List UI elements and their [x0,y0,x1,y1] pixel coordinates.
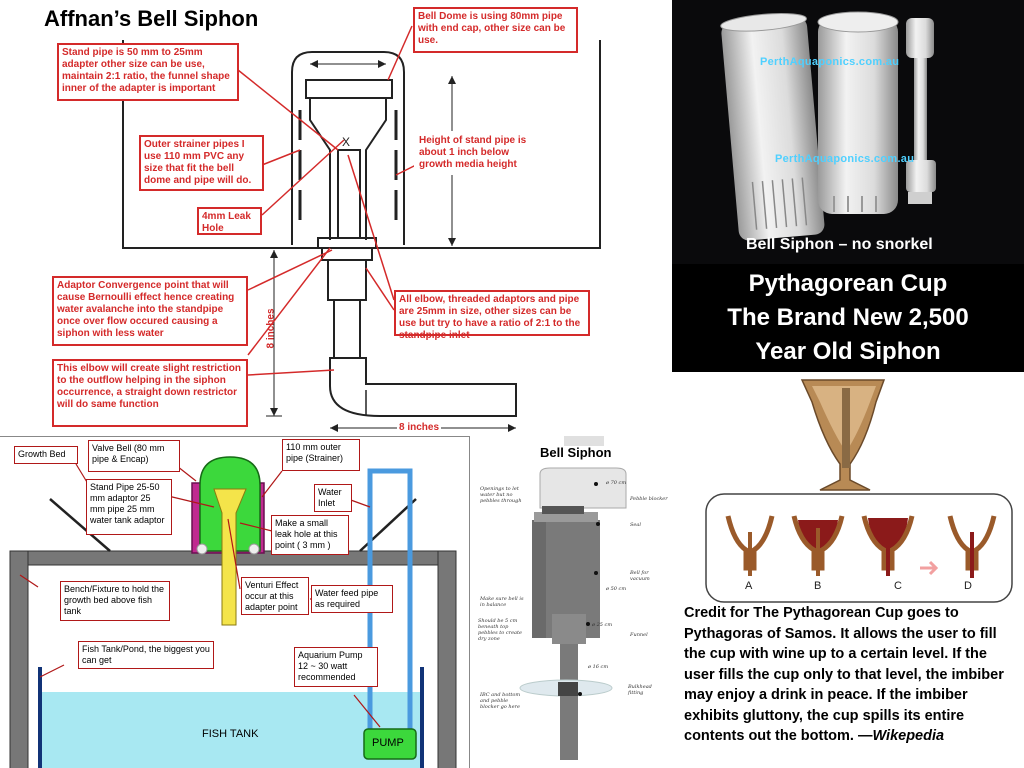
pythagorean-title-line3: Year Old Siphon [755,338,941,365]
watermark-lower: PerthAquaponics.com.au [775,153,915,165]
cup-a [725,515,775,576]
label-valve-bell: Valve Bell (80 mm pipe & Encap) [88,440,180,472]
label-feed-pipe: Water feed pipe as required [311,585,393,613]
bell-siphon-photo: PerthAquaponics.com.au PerthAquaponics.c… [672,0,1024,264]
horizontal-dimension-label: 8 inches [397,422,442,433]
note-leak-hole: 4mm Leak Hole [197,207,262,235]
pythagorean-title-line1: Pythagorean Cup [748,270,948,297]
label-d25: ø 25 cm [592,622,613,628]
label-outer-pipe: 110 mm outer pipe (Strainer) [282,439,360,471]
cup-c [861,515,915,576]
note-height: Height of stand pipe is about 1 inch bel… [414,131,538,175]
cup-label-b: B [814,580,822,592]
label-openings: Openings to let water but no pebbles thr… [480,486,522,504]
bell-siphon-title: Bell Siphon [540,445,612,460]
note-stand-pipe: Stand pipe is 50 mm to 25mm adapter othe… [57,43,239,101]
label-pebble-blocker: Pebble blocker [630,496,668,502]
cup-b [791,515,845,576]
vertical-dimension-label: 8 inches [265,308,277,349]
photo-caption: Bell Siphon – no snorkel [746,236,933,253]
note-elbows: All elbow, threaded adaptors and pipe ar… [394,290,590,341]
pythagorean-cup-panel: A B C D [672,372,1024,608]
label-ibc: IBC and bottom and pebble blocker go her… [480,692,521,710]
siphon-parts-photo [720,11,936,241]
system-schematic [9,456,457,768]
pythagorean-title-line2: The Brand New 2,500 [727,304,969,331]
pump-label: PUMP [372,737,404,749]
label-fish-tank-pond: Fish Tank/Pond, the biggest you can get [78,641,214,669]
label-d70: ø 70 cm [606,480,627,486]
affnan-bell-siphon-diagram: Affnan’s Bell Siphon X Bell Dome is usin… [0,0,672,436]
aquaponics-system-diagram: Growth Bed Valve Bell (80 mm pipe & Enca… [0,436,470,768]
siphon-section-drawing [519,436,627,760]
label-water-inlet: Water Inlet [314,484,352,512]
label-d50: ø 50 cm [606,586,627,592]
label-should-be: Should be 5 cm beneath top pebbles to cr… [478,618,522,642]
label-bell-vacuum: Bell for vacuum [630,570,650,582]
credit-source: Wikepedia [872,728,945,744]
bell-siphon-cross-section: Bell Siphon Openings to let water but no… [470,436,672,768]
cup-label-a: A [745,580,753,592]
label-aquarium-pump: Aquarium Pump 12 ~ 30 watt recommended [294,647,378,687]
credit-text: Credit for The Pythagorean Cup goes to P… [684,603,1020,768]
label-d16: ø 16 cm [588,664,609,670]
label-make-sure: Make sure bell is in balance [480,596,524,608]
cup-d [947,515,997,578]
pythagorean-title-block: Pythagorean Cup The Brand New 2,500 Year… [672,264,1024,372]
note-outer-strainer: Outer strainer pipes I use 110 mm PVC an… [139,135,264,191]
label-venturi: Venturi Effect occur at this adapter poi… [241,577,309,615]
cup-label-c: C [894,580,902,592]
label-bench: Bench/Fixture to hold the growth bed abo… [60,581,170,621]
cup-illustrations [705,379,1013,603]
note-elbow-restriction: This elbow will create slight restrictio… [52,359,248,427]
cup-label-d: D [964,580,972,592]
cup-photo [800,379,886,491]
label-growth-bed: Growth Bed [14,446,78,464]
fish-tank-label: FISH TANK [202,728,259,740]
credit-body: Credit for The Pythagorean Cup goes to P… [684,605,1004,744]
x-mark: X [342,135,351,149]
note-adaptor: Adaptor Convergence point that will caus… [52,276,248,346]
label-stand-pipe: Stand Pipe 25-50 mm adaptor 25 mm pipe 2… [86,479,172,535]
diagram-title: Affnan’s Bell Siphon [44,6,259,31]
label-seal: Seal [630,522,641,528]
label-bulkhead: Bulkhead fitting [628,684,652,696]
watermark-upper: PerthAquaponics.com.au [760,56,900,68]
label-leak-hole: Make a small leak hole at this point ( 3… [271,515,349,555]
note-bell-dome: Bell Dome is using 80mm pipe with end ca… [413,7,578,53]
label-funnel: Funnel [630,632,648,638]
